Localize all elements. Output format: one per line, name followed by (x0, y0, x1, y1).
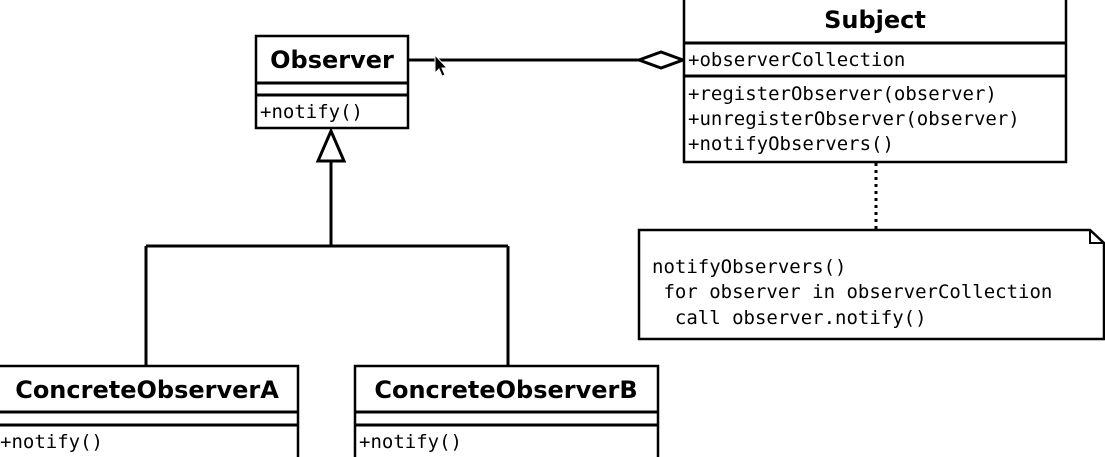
observer-operation: +notify() (260, 101, 363, 123)
concrete-observer-a-operation: +notify() (0, 431, 103, 453)
note-line: call observer.notify() (652, 307, 927, 329)
note-line: for observer in observerCollection (652, 281, 1052, 303)
observer-class[interactable]: Observer +notify() (254, 34, 410, 130)
subject-operation: +notifyObservers() (688, 133, 894, 155)
subject-operation: +registerObserver(observer) (688, 83, 997, 105)
generalization-connector (144, 127, 510, 366)
subject-class-box (682, 0, 1068, 164)
note-fold (1089, 230, 1104, 244)
observer-class-name: Observer (270, 46, 394, 74)
note: notifyObservers() for observer in observ… (637, 228, 1105, 341)
note-box (637, 228, 1105, 341)
generalization-triangle (315, 127, 347, 163)
subject-operation: +unregisterObserver(observer) (688, 108, 1020, 130)
subject-class[interactable]: Subject +observerCollection +registerObs… (682, 0, 1068, 164)
note-line: notifyObservers() (652, 256, 846, 278)
subject-attribute: +observerCollection (688, 49, 905, 71)
concrete-observer-b-operation: +notify() (359, 431, 462, 453)
mouse-cursor-icon (434, 53, 449, 77)
aggregation-diamond (634, 50, 688, 70)
concrete-observer-a-name: ConcreteObserverA (15, 376, 279, 404)
aggregation-connector (408, 50, 688, 70)
concrete-observer-b-name: ConcreteObserverB (374, 376, 637, 404)
subject-class-name: Subject (824, 6, 926, 34)
concrete-observer-b-class[interactable]: ConcreteObserverB +notify() (353, 364, 660, 457)
concrete-observer-a-class[interactable]: ConcreteObserverA +notify() (0, 364, 300, 457)
